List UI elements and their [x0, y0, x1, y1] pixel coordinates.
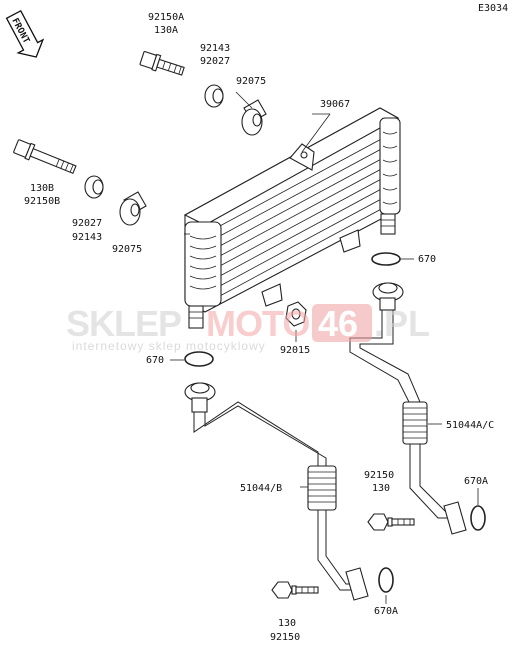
label-92143-left: 92143 [72, 232, 102, 243]
watermark-brand-mid: MOTO [206, 303, 309, 344]
label-51044ac: 51044A/C [446, 420, 494, 431]
label-130-right: 130 [372, 483, 390, 494]
collar-92027a [204, 84, 224, 108]
o-ring-670-lower [184, 351, 214, 367]
grommet-92075a [241, 99, 267, 136]
label-92150b: 92150B [24, 196, 60, 207]
o-ring-670a-right [470, 505, 486, 531]
label-39067: 39067 [320, 99, 350, 110]
label-92075-top: 92075 [236, 76, 266, 87]
grommet-92075b [119, 191, 147, 226]
collar-92027b [84, 175, 104, 199]
label-130b: 130B [30, 183, 54, 194]
label-92150-bottom: 92150 [270, 632, 300, 643]
label-670a-lower: 670A [374, 606, 398, 617]
nut-92015 [285, 301, 307, 327]
bolt-92150a [139, 51, 185, 76]
bolt-92150-right [367, 513, 415, 531]
label-92150a: 92150A [148, 12, 184, 23]
watermark-brand-tld: .PL [374, 303, 430, 344]
bolt-130b [13, 139, 77, 175]
label-92015: 92015 [280, 345, 310, 356]
label-92143-top: 92143 [200, 43, 230, 54]
label-670-upper: 670 [418, 254, 436, 265]
oil-cooler [183, 107, 401, 329]
leader-lines [170, 91, 479, 604]
label-670-lower: 670 [146, 355, 164, 366]
watermark: SKLEP MOTO 46 .PL internetowy sklep moto… [66, 303, 430, 353]
label-130-bottom: 130 [278, 618, 296, 629]
diagram-code: E3034 [478, 3, 508, 14]
watermark-brand-num: 46 [318, 303, 358, 344]
label-130a: 130A [154, 25, 178, 36]
bolt-92150-bottom [271, 581, 319, 599]
front-arrow-icon: FRONT [5, 9, 45, 58]
label-92150-right: 92150 [364, 470, 394, 481]
label-92075-left: 92075 [112, 244, 142, 255]
label-670a-right: 670A [464, 476, 488, 487]
oil-pipe-51044b [184, 382, 369, 601]
label-92027-top: 92027 [200, 56, 230, 67]
watermark-tagline: internetowy sklep motocyklowy [72, 339, 266, 353]
label-51044b: 51044/B [240, 483, 282, 494]
watermark-brand-left: SKLEP [66, 303, 181, 344]
o-ring-670-upper [371, 252, 401, 266]
label-92027-left: 92027 [72, 218, 102, 229]
o-ring-670a-lower [378, 567, 394, 593]
